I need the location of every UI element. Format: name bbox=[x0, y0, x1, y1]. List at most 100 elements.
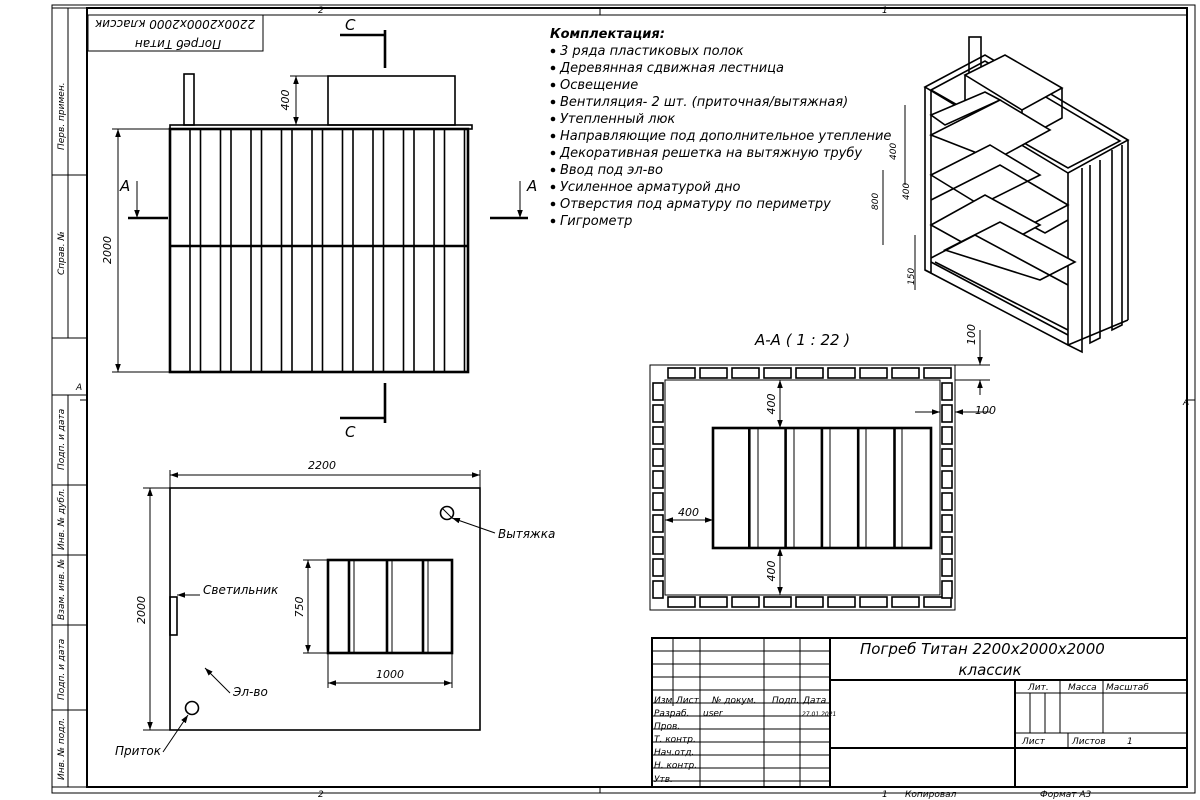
tb-sheets-label: Листов bbox=[1071, 737, 1106, 747]
brick bbox=[941, 382, 953, 401]
stamp-podp-data-1: Подп. и дата bbox=[57, 409, 67, 470]
equipment-heading: Комплектация: bbox=[550, 27, 665, 42]
brick bbox=[652, 558, 664, 577]
tb-row-razrab: Разраб. bbox=[654, 709, 689, 719]
brick bbox=[667, 367, 696, 379]
label-power: Эл-во bbox=[232, 685, 268, 699]
equipment-item: Отверстия под арматуру по периметру bbox=[560, 197, 831, 212]
brick bbox=[941, 448, 953, 467]
equipment-bullet bbox=[550, 201, 556, 207]
stamp-inv-podl: Инв. № подл. bbox=[57, 718, 67, 780]
equipment-item: Декоративная решетка на вытяжную трубу bbox=[559, 146, 862, 161]
plan-dim-shelf-w: 1000 bbox=[376, 668, 404, 681]
equipment-item: Ввод под эл-во bbox=[560, 163, 663, 178]
tb-row-tkontr: Т. контр. bbox=[654, 735, 696, 745]
iso-dim-2: 400 bbox=[902, 183, 912, 200]
equipment-bullet bbox=[550, 167, 556, 173]
brick bbox=[827, 596, 856, 608]
equipment-item: Освещение bbox=[560, 78, 638, 93]
stamp-podp-data-2: Подп. и дата bbox=[57, 639, 67, 700]
brick bbox=[941, 536, 953, 555]
tb-name-line1: Погреб Титан 2200x2000x2000 bbox=[860, 640, 1105, 658]
tb-row-prov: Пров. bbox=[654, 722, 680, 732]
equipment-bullet bbox=[550, 65, 556, 71]
tb-col-lit: Лит. bbox=[1027, 683, 1049, 693]
equipment-item: Направляющие под дополнительное утеплени… bbox=[560, 129, 891, 144]
section-dim-wall-top: 100 bbox=[965, 324, 978, 345]
zone-side-right: A bbox=[1182, 398, 1189, 408]
tb-copied: Копировал bbox=[905, 790, 957, 800]
label-light: Светильник bbox=[203, 583, 279, 597]
stamp-vzam-inv: Взам. инв. № bbox=[57, 559, 67, 620]
plan-slats bbox=[347, 560, 429, 653]
equipment-bullet bbox=[550, 116, 556, 122]
brick bbox=[941, 558, 953, 577]
rotated-title-line2: 2200x2000x2000 классик bbox=[94, 17, 255, 31]
zone-bottom-right: 1 bbox=[882, 790, 888, 800]
tb-sheet-label: Лист bbox=[1021, 737, 1046, 747]
label-exhaust: Вытяжка bbox=[498, 527, 555, 541]
brick bbox=[652, 536, 664, 555]
brick bbox=[795, 367, 824, 379]
iso-dim-3: 800 bbox=[871, 193, 881, 210]
brick bbox=[941, 514, 953, 533]
brick bbox=[941, 580, 953, 599]
brick bbox=[652, 470, 664, 489]
title-block bbox=[651, 637, 1188, 788]
equipment-bullet bbox=[550, 133, 556, 139]
equipment-item: Деревянная сдвижная лестница bbox=[559, 61, 784, 76]
brick bbox=[859, 596, 888, 608]
equipment-bullet bbox=[550, 184, 556, 190]
section-title: А-А ( 1 : 22 ) bbox=[754, 331, 850, 349]
front-view bbox=[112, 30, 528, 423]
tb-hdr-date: Дата bbox=[802, 696, 826, 706]
brick bbox=[763, 367, 792, 379]
section-view bbox=[649, 330, 990, 611]
tb-format: Формат А3 bbox=[1040, 790, 1092, 800]
brick bbox=[652, 448, 664, 467]
stamp-sprav-no: Справ. № bbox=[57, 231, 67, 275]
brick bbox=[652, 382, 664, 401]
brick bbox=[891, 367, 920, 379]
brick bbox=[827, 367, 856, 379]
label-inlet: Приток bbox=[115, 744, 162, 758]
rotated-title-box bbox=[87, 14, 264, 52]
tb-hdr-podp: Подп. bbox=[772, 696, 799, 706]
equipment-item: Гигрометр bbox=[560, 214, 632, 229]
tb-col-masshtab: Масштаб bbox=[1106, 683, 1149, 693]
section-bricks bbox=[652, 367, 953, 608]
section-dim-top: 400 bbox=[765, 394, 778, 415]
tb-row-utv: Утв. bbox=[654, 775, 673, 785]
section-dim-wall: 100 bbox=[975, 404, 996, 417]
brick bbox=[652, 426, 664, 445]
plan-view bbox=[143, 470, 496, 753]
front-cut-c-bottom: C bbox=[345, 423, 356, 441]
equipment-bullet bbox=[550, 218, 556, 224]
zone-side-left: A bbox=[75, 383, 82, 393]
brick bbox=[763, 596, 792, 608]
front-dim-hatch: 400 bbox=[279, 90, 292, 111]
plan-dim-depth: 2000 bbox=[135, 596, 148, 624]
brick bbox=[652, 514, 664, 533]
plan-dim-shelf-d: 750 bbox=[293, 597, 306, 618]
brick bbox=[941, 404, 953, 423]
tb-razrab-date: 27.01.2021 bbox=[802, 711, 836, 718]
tb-row-nachotd: Нач.отд. bbox=[654, 748, 694, 758]
zone-top-right: 1 bbox=[882, 6, 888, 16]
front-cut-a-left: A bbox=[119, 177, 130, 195]
brick bbox=[859, 367, 888, 379]
iso-view bbox=[882, 36, 1130, 354]
section-slats bbox=[747, 428, 903, 548]
title-block-rows bbox=[652, 650, 830, 782]
stamp-inv-dubl: Инв. № дубл. bbox=[57, 488, 67, 550]
brick bbox=[941, 470, 953, 489]
brick bbox=[941, 426, 953, 445]
tb-razrab-name: user bbox=[703, 709, 724, 719]
stamp-perv-primen: Перв. примен. bbox=[57, 82, 67, 150]
section-dim-left: 400 bbox=[678, 506, 699, 519]
front-cut-c-top: C bbox=[345, 16, 356, 34]
equipment-bullet bbox=[550, 150, 556, 156]
brick bbox=[652, 580, 664, 599]
